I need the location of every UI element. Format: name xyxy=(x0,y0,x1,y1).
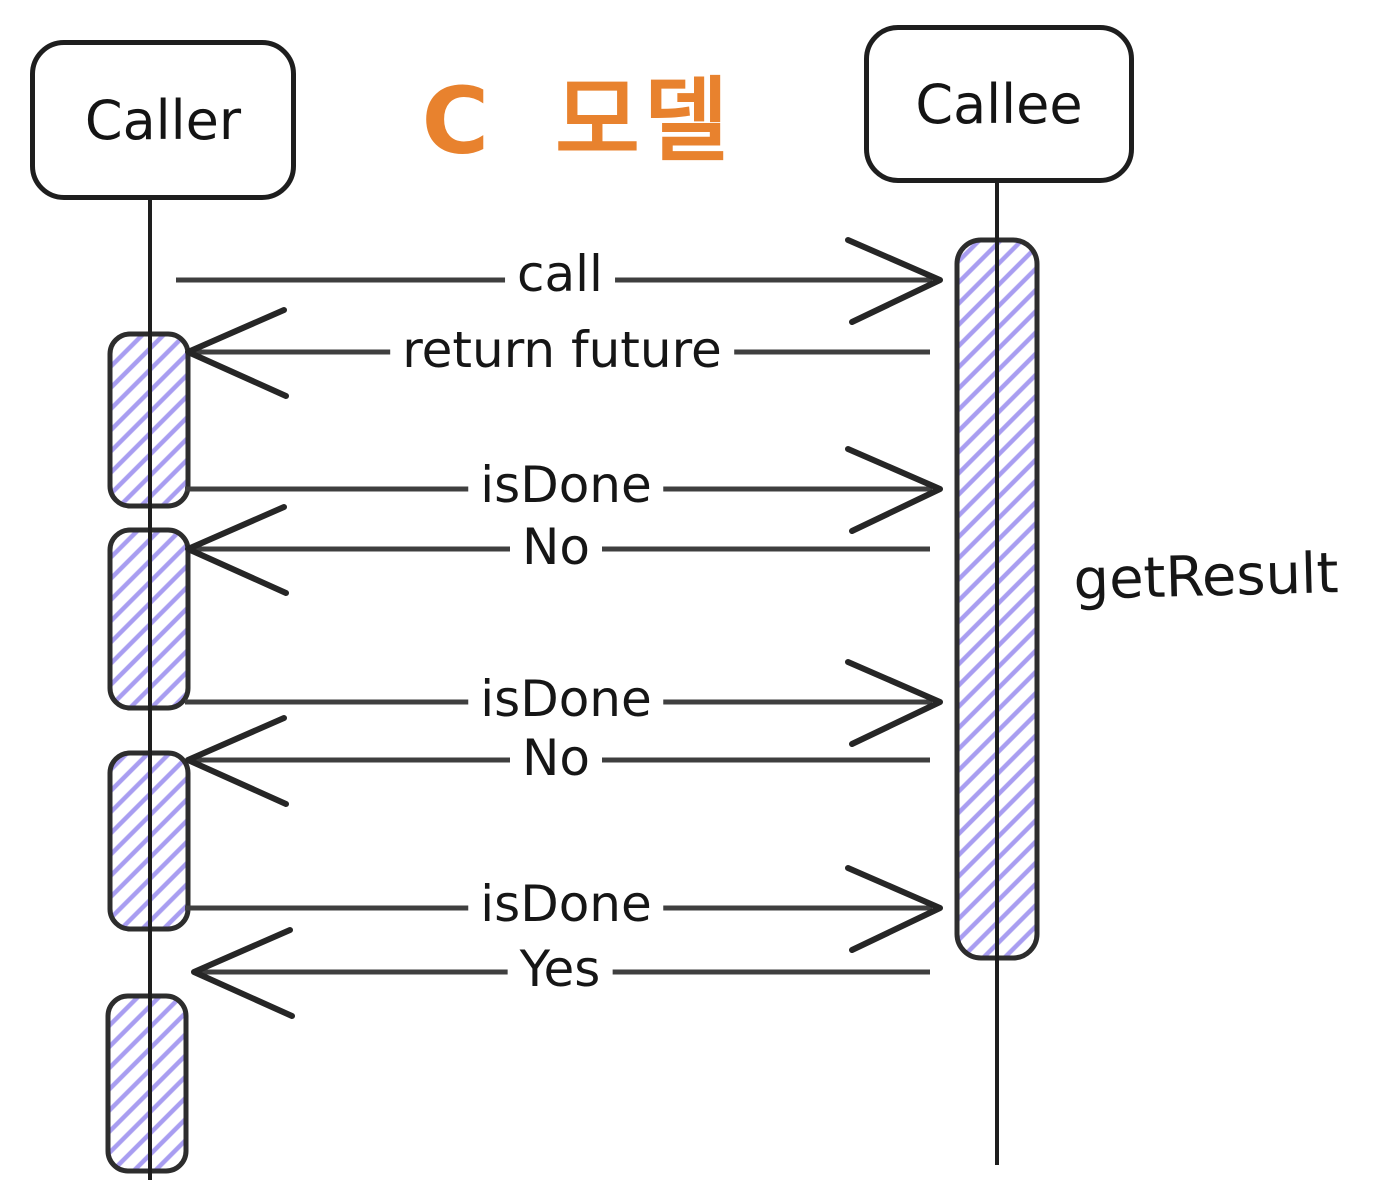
actor-box-callee: Callee xyxy=(864,25,1134,183)
message-label-isdone-3: isDone xyxy=(468,875,664,933)
message-label-call: call xyxy=(505,245,615,303)
annotation-getresult: getResult xyxy=(1072,541,1340,613)
diagram-title: C 모델 xyxy=(421,67,733,175)
message-label-return-future: return future xyxy=(390,321,734,379)
message-label-isdone-1: isDone xyxy=(468,456,664,514)
message-label-no-1: No xyxy=(510,518,602,576)
actor-box-caller: Caller xyxy=(30,40,296,200)
message-label-isdone-2: isDone xyxy=(468,670,664,728)
actor-label-callee: Callee xyxy=(915,72,1083,136)
message-label-no-2: No xyxy=(510,729,602,787)
message-label-yes: Yes xyxy=(507,940,613,998)
caller-activation-bar-4 xyxy=(105,993,189,1174)
actor-label-caller: Caller xyxy=(84,88,242,152)
